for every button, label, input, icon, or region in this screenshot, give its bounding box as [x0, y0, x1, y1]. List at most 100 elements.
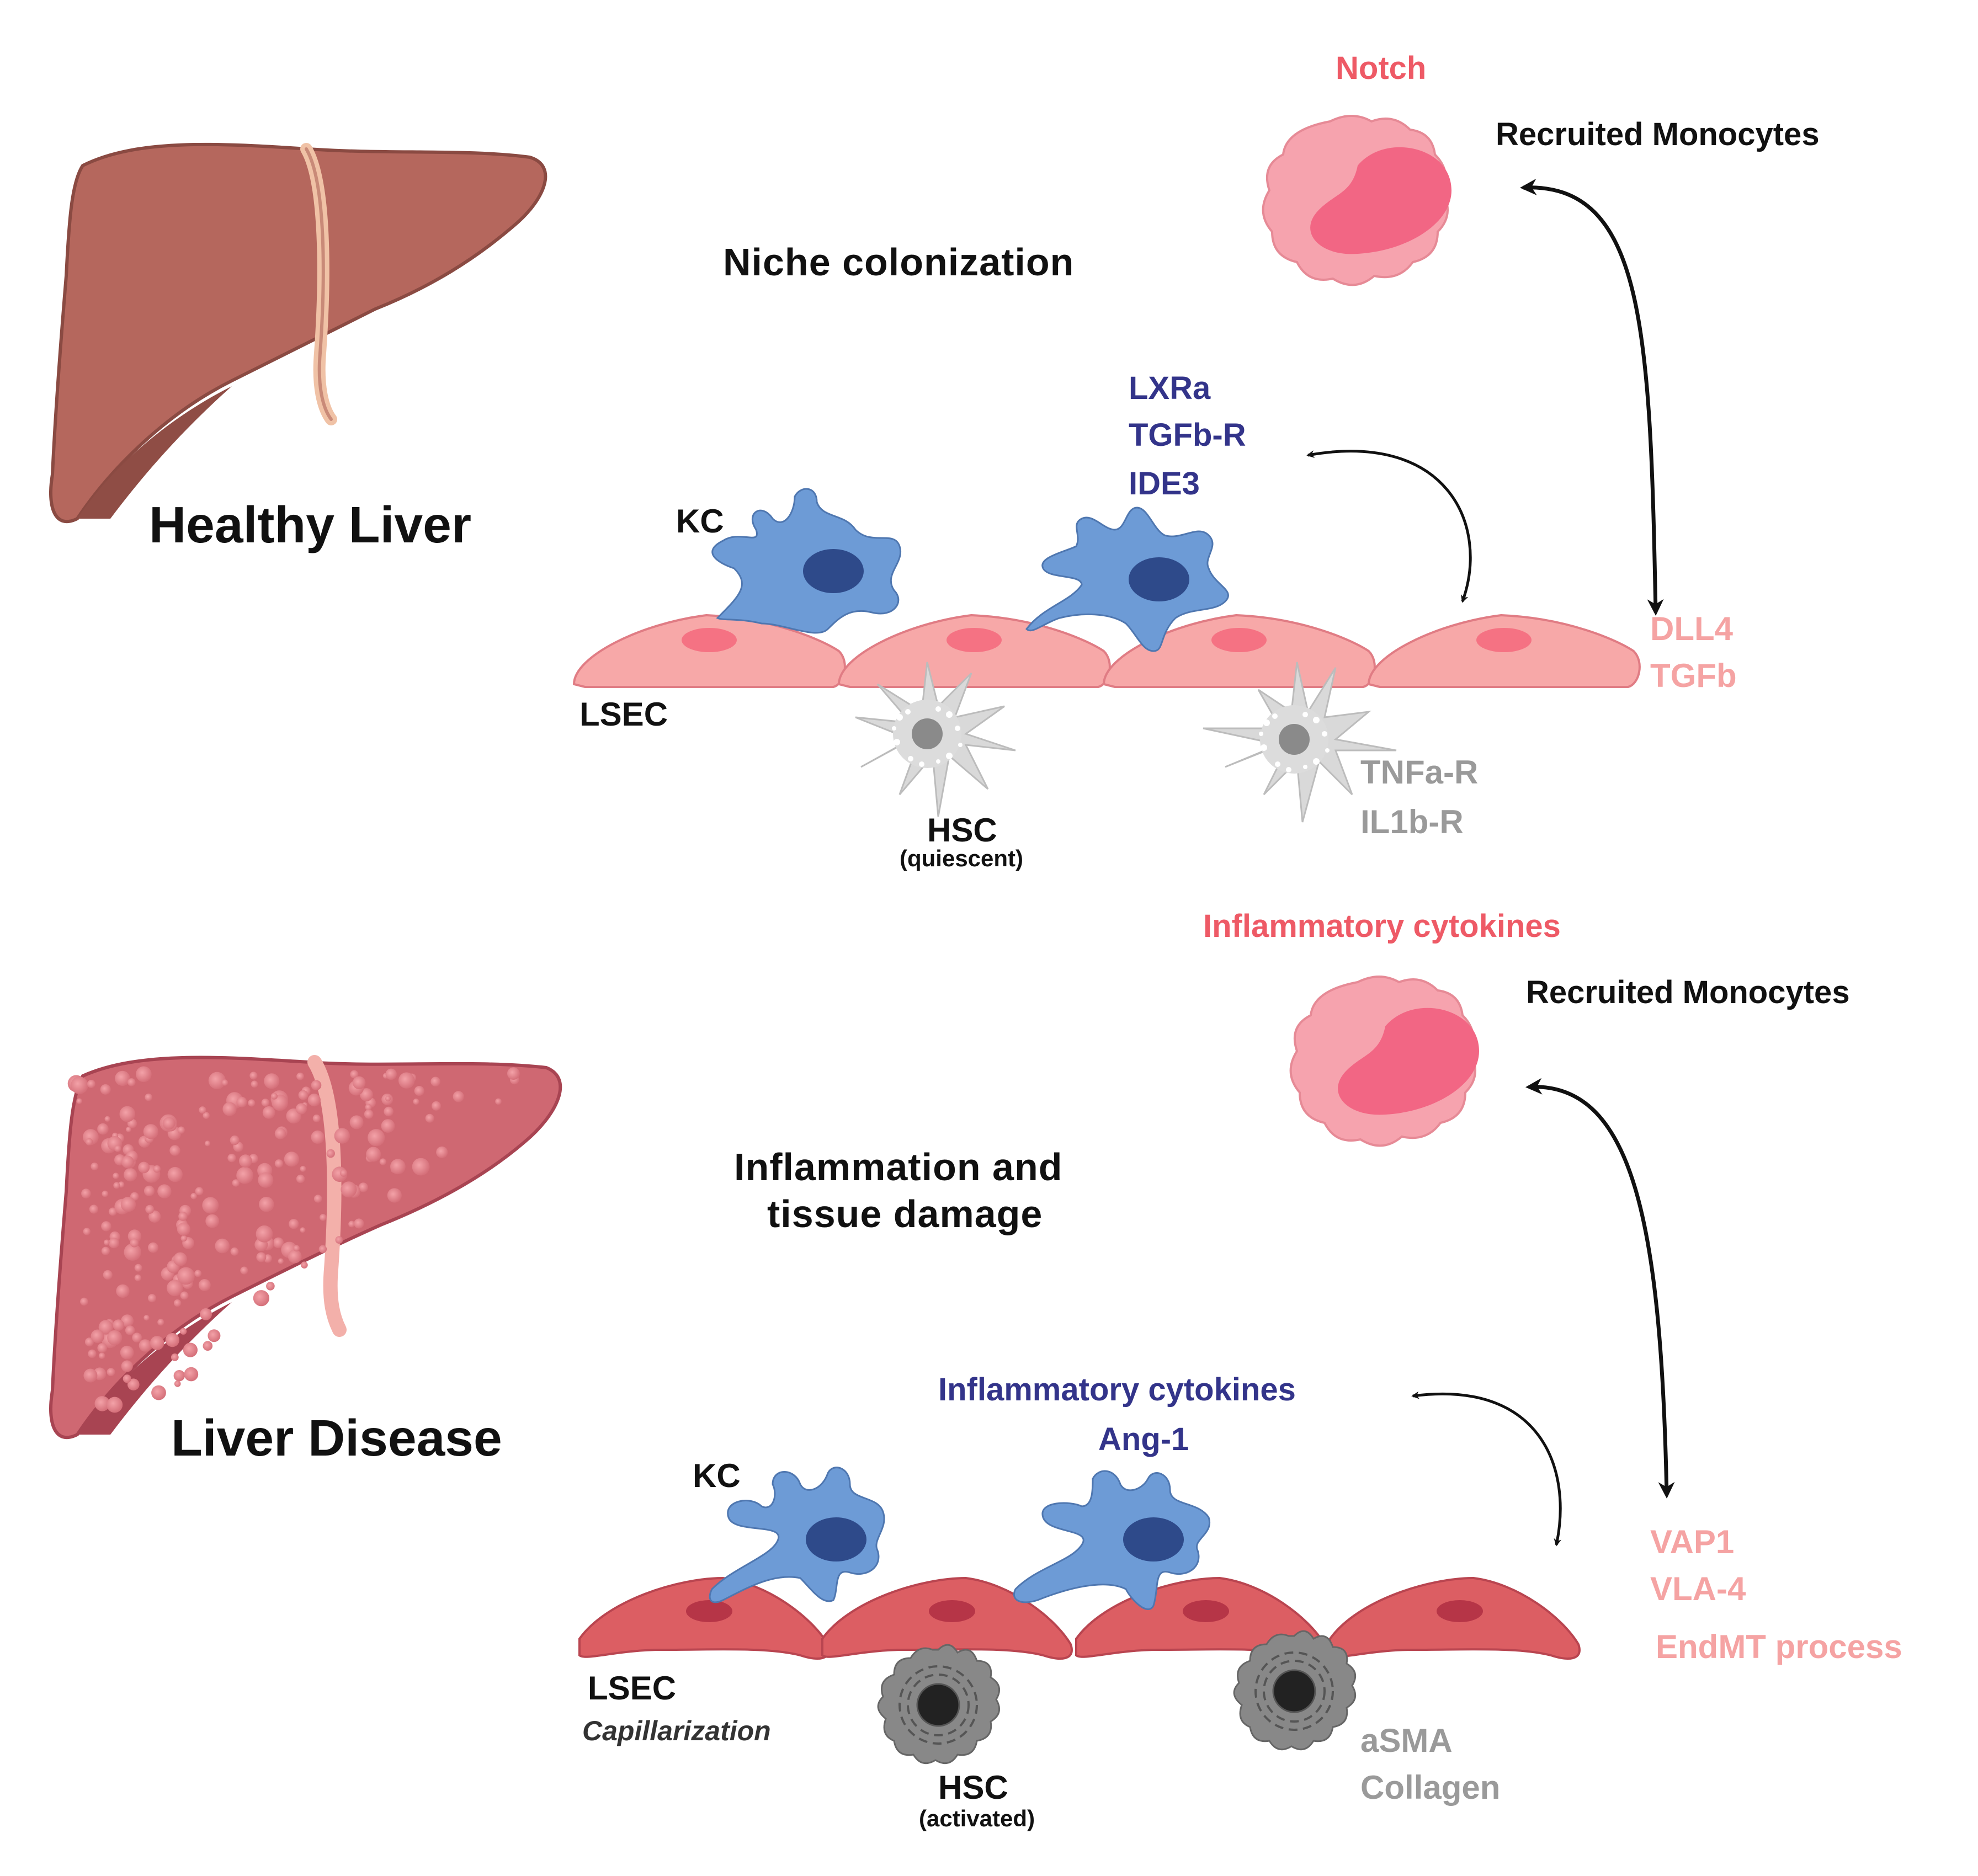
arrow-monocyte-lsec-disease [1525, 1078, 1675, 1499]
liver-nodule [320, 1214, 327, 1221]
liver-nodule [273, 1237, 284, 1249]
liver-nodule [130, 1238, 139, 1248]
liver-nodule [91, 1329, 105, 1344]
liver-nodule [261, 1099, 270, 1107]
liver-nodule [298, 1090, 309, 1100]
liver-nodule [334, 1128, 350, 1144]
liver-nodule [104, 1239, 110, 1246]
liver-nodule [177, 1267, 195, 1285]
inflammation-heading-line1: Inflammation and [734, 1145, 1063, 1189]
liver-nodule [199, 1106, 206, 1114]
monocyte-signal-disease: Inflammatory cytokines [1203, 908, 1561, 944]
hsc-label-healthy: HSC [927, 812, 997, 849]
liver-nodule [71, 1076, 88, 1094]
liver-nodule [113, 1319, 125, 1331]
kc-label-disease: KC [693, 1457, 741, 1494]
liver-nodule [348, 1221, 355, 1228]
liver-nodule [94, 1396, 110, 1411]
kc-label-healthy: KC [676, 503, 724, 540]
hsc-quiescent-icon [855, 662, 1016, 817]
liver-nodule [102, 1190, 109, 1197]
liver-nodule [311, 1080, 322, 1091]
liver-nodule [107, 1397, 123, 1413]
liver-nodule [162, 1117, 176, 1130]
liver-nodule [151, 1385, 166, 1400]
liver-nodule [311, 1130, 325, 1144]
liver-nodule [98, 1352, 105, 1359]
liver-nodule [365, 1104, 372, 1111]
healthy-liver-label: Healthy Liver [149, 496, 472, 553]
liver-nodule [101, 1246, 110, 1255]
kc-signal-disease: Ang-1 [1098, 1421, 1189, 1457]
liver-nodule [256, 1252, 267, 1262]
niche-colonization-heading: Niche colonization [723, 241, 1075, 284]
liver-nodule [86, 1138, 93, 1145]
liver-nodule [390, 1159, 406, 1175]
liver-nodule [398, 1072, 415, 1089]
hsc-signal-healthy: TNFa-R [1360, 754, 1479, 791]
liver-nodule [215, 1238, 230, 1254]
liver-nodule [349, 1115, 364, 1129]
kupffer-cell-disease-icon [1013, 1470, 1211, 1610]
liver-nodule [249, 1072, 258, 1080]
liver-nodule [194, 1270, 202, 1277]
liver-nodule [107, 1368, 115, 1377]
liver-nodule [180, 1328, 187, 1335]
liver-nodule [167, 1280, 183, 1297]
liver-nodule [177, 1222, 190, 1236]
liver-nodule [97, 1123, 109, 1135]
liver-nodule [251, 1080, 258, 1088]
liver-nodule [368, 1129, 385, 1147]
liver-nodule [204, 1140, 211, 1147]
liver-nodule [412, 1158, 430, 1176]
liver-nodule [366, 1147, 381, 1162]
liver-nodule [274, 1128, 286, 1139]
liver-nodule [83, 1368, 98, 1383]
liver-nodule [353, 1076, 366, 1090]
liver-nodule [240, 1266, 248, 1275]
liver-nodule [381, 1119, 395, 1133]
liver-nodule [101, 1221, 111, 1232]
liver-nodule [153, 1165, 161, 1173]
liver-nodule [387, 1188, 402, 1203]
liver-nodule [180, 1235, 187, 1242]
liver-nodule [147, 1294, 157, 1303]
liver-nodule [453, 1091, 464, 1102]
recruited-monocyte-healthy-icon [1262, 115, 1451, 286]
liver-nodule [425, 1113, 434, 1123]
liver-nodule [113, 1182, 120, 1189]
liver-nodule [173, 1299, 182, 1307]
hsc-activated-icon [877, 1644, 1001, 1765]
recruited-monocytes-label-healthy: Recruited Monocytes [1496, 116, 1820, 152]
liver-nodule [143, 1315, 150, 1321]
liver-nodule [127, 1229, 142, 1243]
liver-nodule [134, 1274, 142, 1282]
liver-nodule [354, 1218, 364, 1229]
liver-nodule [134, 1264, 142, 1272]
liver-nodule [262, 1106, 275, 1119]
liver-nodule [296, 1174, 305, 1184]
liver-nodule [259, 1197, 274, 1212]
liver-nodule [307, 1094, 321, 1107]
arrow-kc-lsec-healthy [1306, 450, 1472, 603]
liver-nodule [145, 1205, 155, 1214]
hsc-signal-healthy: IL1b-R [1360, 803, 1464, 840]
liver-nodule [116, 1284, 130, 1298]
kupffer-cell-disease-icon [709, 1467, 885, 1603]
liver-nodule [139, 1339, 152, 1352]
liver-nodule [385, 1096, 391, 1102]
liver-nodule [278, 1258, 284, 1264]
liver-nodule [436, 1146, 448, 1158]
liver-nodule [180, 1291, 189, 1300]
liver-nodule [430, 1076, 440, 1087]
liver-nodule [256, 1225, 273, 1243]
lsec-signal-healthy: TGFb [1650, 657, 1737, 694]
liver-nodule [114, 1145, 121, 1152]
liver-nodule [157, 1184, 172, 1198]
liver-nodule [222, 1102, 237, 1116]
liver-nodule [270, 1092, 278, 1100]
liver-nodule [350, 1070, 359, 1079]
liver-nodule [208, 1329, 221, 1342]
hsc-activated-icon [1233, 1630, 1357, 1751]
hsc-state-disease: (activated) [919, 1805, 1035, 1831]
